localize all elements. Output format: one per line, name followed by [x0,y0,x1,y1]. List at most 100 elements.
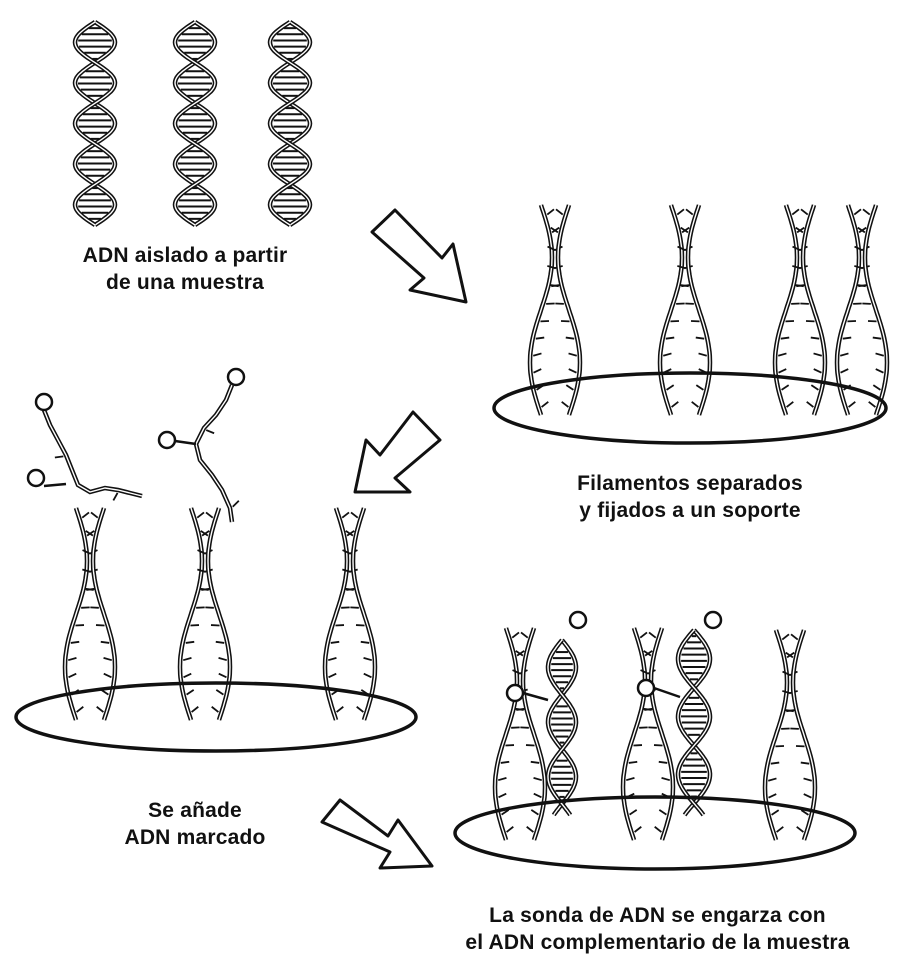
base-tick [854,266,862,268]
base-tick [801,209,808,214]
base-tick [206,430,214,433]
base-tick [512,632,519,637]
radioactive-label [228,369,244,385]
base-tick [787,402,794,407]
caption-line: ADN marcado [90,824,300,851]
caption-line: Se añade [90,797,300,824]
support-membrane [455,797,855,869]
base-tick [849,402,856,407]
base-tick [677,209,684,214]
base-tick [782,634,789,639]
base-tick [566,385,573,390]
base-tick [192,707,199,712]
base-tick [104,674,112,678]
base-tick [785,710,793,711]
radioactive-label [159,432,175,448]
base-tick [550,285,558,286]
base-tick [200,589,208,590]
base-tick [876,353,884,355]
base-tick [531,810,538,815]
radioactive-label [570,612,586,628]
base-tick [328,658,336,660]
base-tick [357,707,364,712]
base-tick [547,209,554,214]
base-tick [699,353,707,355]
radioactive-label [28,470,44,486]
base-tick [696,338,704,339]
base-tick [772,810,779,815]
base-tick [782,385,789,390]
base-tick [680,285,688,286]
base-tick [643,709,651,710]
base-tick [85,589,93,590]
base-tick [635,827,642,832]
radioactive-label [36,394,52,410]
base-tick [342,570,350,572]
base-tick [696,385,703,390]
base-tick [566,338,574,339]
base-tick [801,763,809,764]
caption-labeled-dna-added: Se añade ADN marcado [90,797,300,851]
base-tick [507,827,514,832]
base-tick [82,512,89,517]
base-tick [659,762,667,763]
base-tick [534,794,542,798]
base-tick [672,402,679,407]
base-tick [212,707,219,712]
base-tick [216,690,223,695]
base-tick [677,266,685,268]
base-tick [655,827,662,832]
base-tick [792,266,800,268]
base-tick [626,778,634,780]
process-arrow [372,210,466,302]
radioactive-label [638,680,654,696]
base-tick [869,402,876,407]
radioactive-label [705,612,721,628]
base-tick [77,707,84,712]
supports-group [16,373,886,869]
base-tick [499,794,507,798]
base-tick [640,632,647,637]
base-tick [364,674,372,678]
base-tick [562,402,569,407]
base-tick [797,827,804,832]
base-tick [811,338,819,339]
base-tick [843,338,851,339]
base-tick [534,778,542,780]
base-tick [854,209,861,214]
base-tick [542,402,549,407]
base-tick [533,353,541,355]
base-tick [219,674,227,678]
base-tick [769,794,777,798]
base-tick [71,642,79,643]
caption-line: el ADN complementario de la muestra [420,929,895,956]
caption-line: de una muestra [40,269,330,296]
base-tick [804,794,812,798]
base-tick [659,810,666,815]
base-tick [630,810,637,815]
base-tick [807,402,814,407]
base-tick [342,512,349,517]
base-tick [206,512,213,517]
base-tick [556,209,563,214]
base-tick [97,707,104,712]
double-helix-group [75,22,710,815]
base-tick [184,674,192,678]
caption-line: y fijados a un soporte [520,497,860,524]
base-tick [364,658,372,660]
base-tick [792,209,799,214]
base-tick [569,353,577,355]
base-tick [666,338,674,339]
base-tick [498,778,506,780]
base-tick [649,632,656,637]
base-tick [768,778,776,780]
base-tick [863,209,870,214]
base-tick [791,634,798,639]
caption-line: ADN aislado a partir [40,242,330,269]
base-tick [840,353,848,355]
base-tick [692,402,699,407]
base-tick [876,369,884,373]
base-tick [216,642,224,643]
single-strand-highlight [44,410,142,496]
single-strand-highlight [196,385,232,522]
